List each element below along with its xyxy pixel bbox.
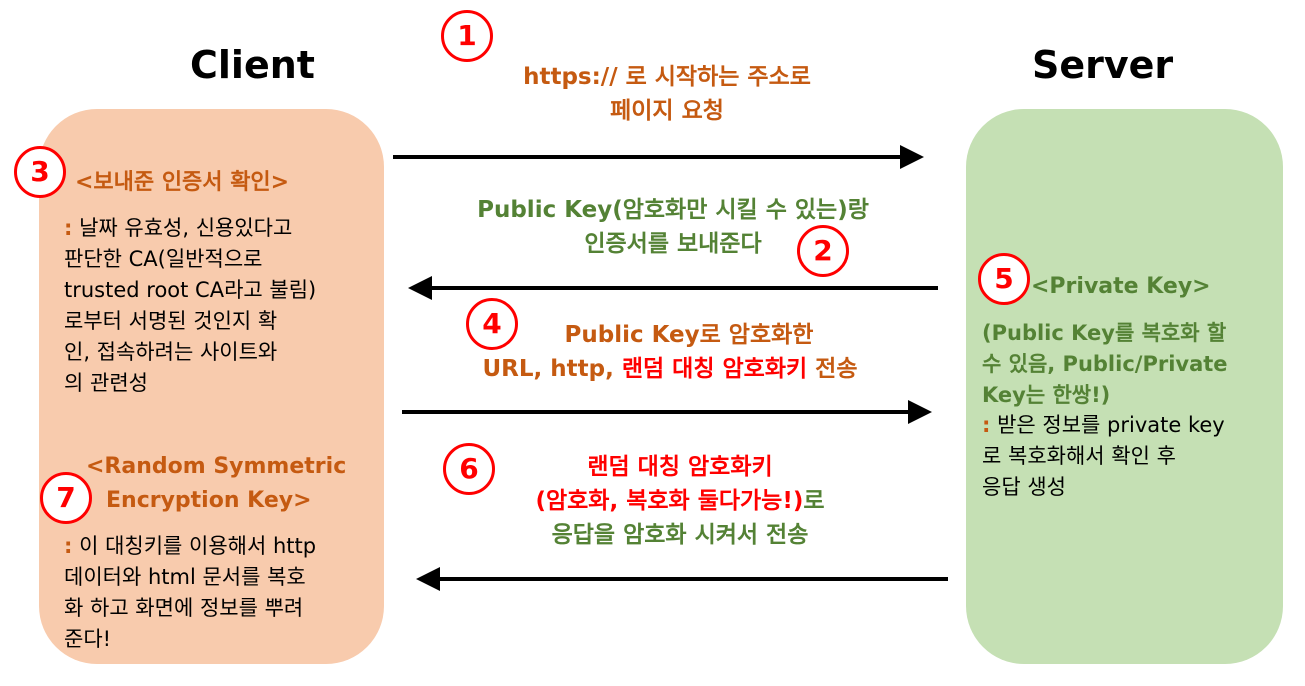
step-5-title: <Private Key> [1031,274,1211,299]
step-6-text: 랜덤 대칭 암호화키 (암호화, 복호화 둘다가능!)로 응답을 암호화 시켜서… [440,450,920,552]
step-5-note: (Public Key를 복호화 할 수 있음, Public/Private … [982,318,1282,411]
step-6-line2-end: 로 [803,488,825,514]
step-7-body-line2: 데이터와 html 문서를 복호 [64,565,306,589]
step-6-line2-key: (암호화, 복호화 둘다가능!) [535,488,804,514]
step-1-text: https:// 로 시작하는 주소로 페이지 요청 [432,60,902,128]
step-7-title: <Random Symmetric Encryption Key> [86,450,346,518]
step-5-body-text1: 받은 정보를 private key [997,413,1225,437]
step-5-note-line2: 수 있음, Public/Private [982,352,1228,376]
step-1-line2: 페이지 요청 [610,98,724,124]
client-panel [39,109,384,664]
step-2-line1: Public Key(암호화만 시킬 수 있는)랑 [477,197,869,223]
step-6-line2: (암호화, 복호화 둘다가능!)로 [440,484,920,518]
step-3-body-line6: 의 관련성 [64,371,148,395]
step-2-line2: 인증서를 보내준다 [584,231,762,257]
step-7-title-line1: <Random Symmetric [86,454,347,479]
step-7-badge: 7 [40,472,92,524]
step-5-body-line1: : 받은 정보를 private key [982,410,1282,441]
step-3-body: : 날짜 유효성, 신용있다고 판단한 CA(일반적으로 trusted roo… [64,213,379,399]
step-5-body: : 받은 정보를 private key 로 복호화해서 확인 후 응답 생성 [982,410,1282,503]
step-3-body-line3: trusted root CA라고 불림) [64,278,317,302]
step-1-badge: 1 [441,10,493,62]
step-3-body-text1: 날짜 유효성, 신용있다고 [79,216,293,240]
step-6-line3: 응답을 암호화 시켜서 전송 [551,522,809,548]
step-7-colon: : [64,534,73,558]
step-3-colon: : [64,216,73,240]
step-3-body-line2: 판단한 CA(일반적으로 [64,247,263,271]
step-3-title: <보내준 인증서 확인> [75,170,290,195]
step-7-body-line4: 준다! [64,627,112,651]
server-panel [966,109,1283,664]
step-4-line1: Public Key로 암호화한 [564,322,814,348]
step-5-note-line3: Key는 한쌍!) [982,383,1111,407]
client-heading: Client [190,43,315,87]
step-5-body-line3: 응답 생성 [982,475,1066,499]
step-3-body-line1: : 날짜 유효성, 신용있다고 [64,213,379,244]
step-4-line2-key: 랜덤 대칭 암호화키 [621,356,808,382]
step-4-line2-end: 전송 [807,356,858,382]
step-7-body-line3: 화 하고 화면에 정보를 뿌려 [64,596,304,620]
step-5-body-line2: 로 복호화해서 확인 후 [982,444,1176,468]
step-7-body: : 이 대칭키를 이용해서 http 데이터와 html 문서를 복호 화 하고… [64,531,382,655]
step-6-line1: 랜덤 대칭 암호화키 [587,454,773,480]
step-5-colon: : [982,413,991,437]
step-3-body-line4: 로부터 서명된 것인지 확 [64,309,278,333]
step-4-line2-start: URL, http, [482,356,622,382]
step-3-badge: 3 [14,146,66,198]
step-7-title-line2: Encryption Key> [106,488,312,513]
step-4-badge: 4 [466,298,518,350]
step-6-badge: 6 [443,443,495,495]
step-2-text: Public Key(암호화만 시킬 수 있는)랑 인증서를 보내준다 [398,193,948,261]
step-2-badge: 2 [797,225,849,277]
step-5-badge: 5 [978,253,1030,305]
step-1-line1: https:// 로 시작하는 주소로 [523,64,811,90]
step-5-note-line1: (Public Key를 복호화 할 [982,321,1227,345]
server-heading: Server [1032,43,1174,87]
step-3-body-line5: 인, 접속하려는 사이트와 [64,340,278,364]
step-7-body-line1: : 이 대칭키를 이용해서 http [64,531,382,562]
step-4-text: Public Key로 암호화한 URL, http, 랜덤 대칭 암호화키 전… [400,318,940,386]
step-7-body-text1: 이 대칭키를 이용해서 http [79,534,317,558]
step-4-line2: URL, http, 랜덤 대칭 암호화키 전송 [400,352,940,386]
